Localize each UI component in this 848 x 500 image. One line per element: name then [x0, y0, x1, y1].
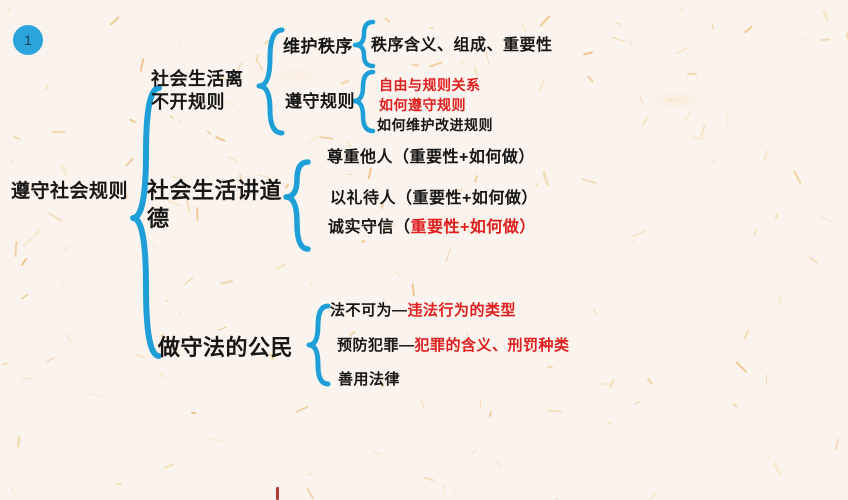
- root-node: 遵守社会规则: [11, 181, 129, 202]
- child-node-maintain-order: 维护秩序: [283, 37, 353, 56]
- leaf-text: 以礼待人（重要性+如何做）: [330, 190, 538, 207]
- leaf-text: 如何维护改进规则: [377, 117, 493, 133]
- leaf-honesty: 诚实守信（重要性+如何做）: [328, 218, 536, 237]
- leaf-use-law: 善用法律: [338, 371, 400, 389]
- leaf-text-highlight: 自由与规则关系: [379, 77, 481, 93]
- leaf-text: 尊重他人（重要性+如何做）: [327, 149, 535, 166]
- leaf-order-meaning: 秩序含义、组成、重要性: [371, 36, 553, 55]
- child-node-follow-rules: 遵守规则: [285, 92, 355, 111]
- page-number: 1: [24, 32, 32, 48]
- branch-node-rules: 社会生活离不开规则: [151, 69, 244, 112]
- leaf-treat-with-courtesy: 以礼待人（重要性+如何做）: [330, 189, 538, 208]
- leaf-text: 法不可为—: [330, 302, 408, 319]
- leaf-text-highlight: 违法行为的类型: [407, 302, 517, 319]
- stray-red-mark: [276, 487, 279, 500]
- leaf-prevent-crime: 预防犯罪—犯罪的含义、刑罚种类: [337, 337, 570, 355]
- leaf-illegal-acts: 法不可为—违法行为的类型: [330, 302, 516, 320]
- brace-branch2: [283, 159, 311, 252]
- leaf-text-highlight: 如何遵守规则: [379, 97, 466, 113]
- leaf-freedom-rules: 自由与规则关系: [379, 77, 481, 94]
- leaf-how-follow-rules: 如何遵守规则: [379, 97, 466, 114]
- brace-follow-rules: [351, 69, 376, 134]
- page-number-badge: 1: [13, 25, 43, 55]
- leaf-text: 诚实守信（: [328, 219, 411, 236]
- leaf-text: 善用法律: [338, 371, 401, 388]
- leaf-respect-others: 尊重他人（重要性+如何做）: [327, 148, 535, 167]
- brace-branch3: [306, 303, 331, 387]
- brace-branch1: [256, 27, 285, 136]
- leaf-text-highlight: 犯罪的含义、刑罚种类: [414, 337, 570, 354]
- branch-node-morality: 社会生活讲道德: [147, 178, 283, 231]
- branch-node-law-abiding: 做守法的公民: [158, 335, 294, 360]
- leaf-text: 预防犯罪—: [337, 337, 415, 354]
- leaf-text: 秩序含义、组成、重要性: [371, 37, 553, 54]
- leaf-improve-rules: 如何维护改进规则: [377, 117, 493, 134]
- leaf-text-highlight: 重要性+如何做）: [410, 219, 536, 236]
